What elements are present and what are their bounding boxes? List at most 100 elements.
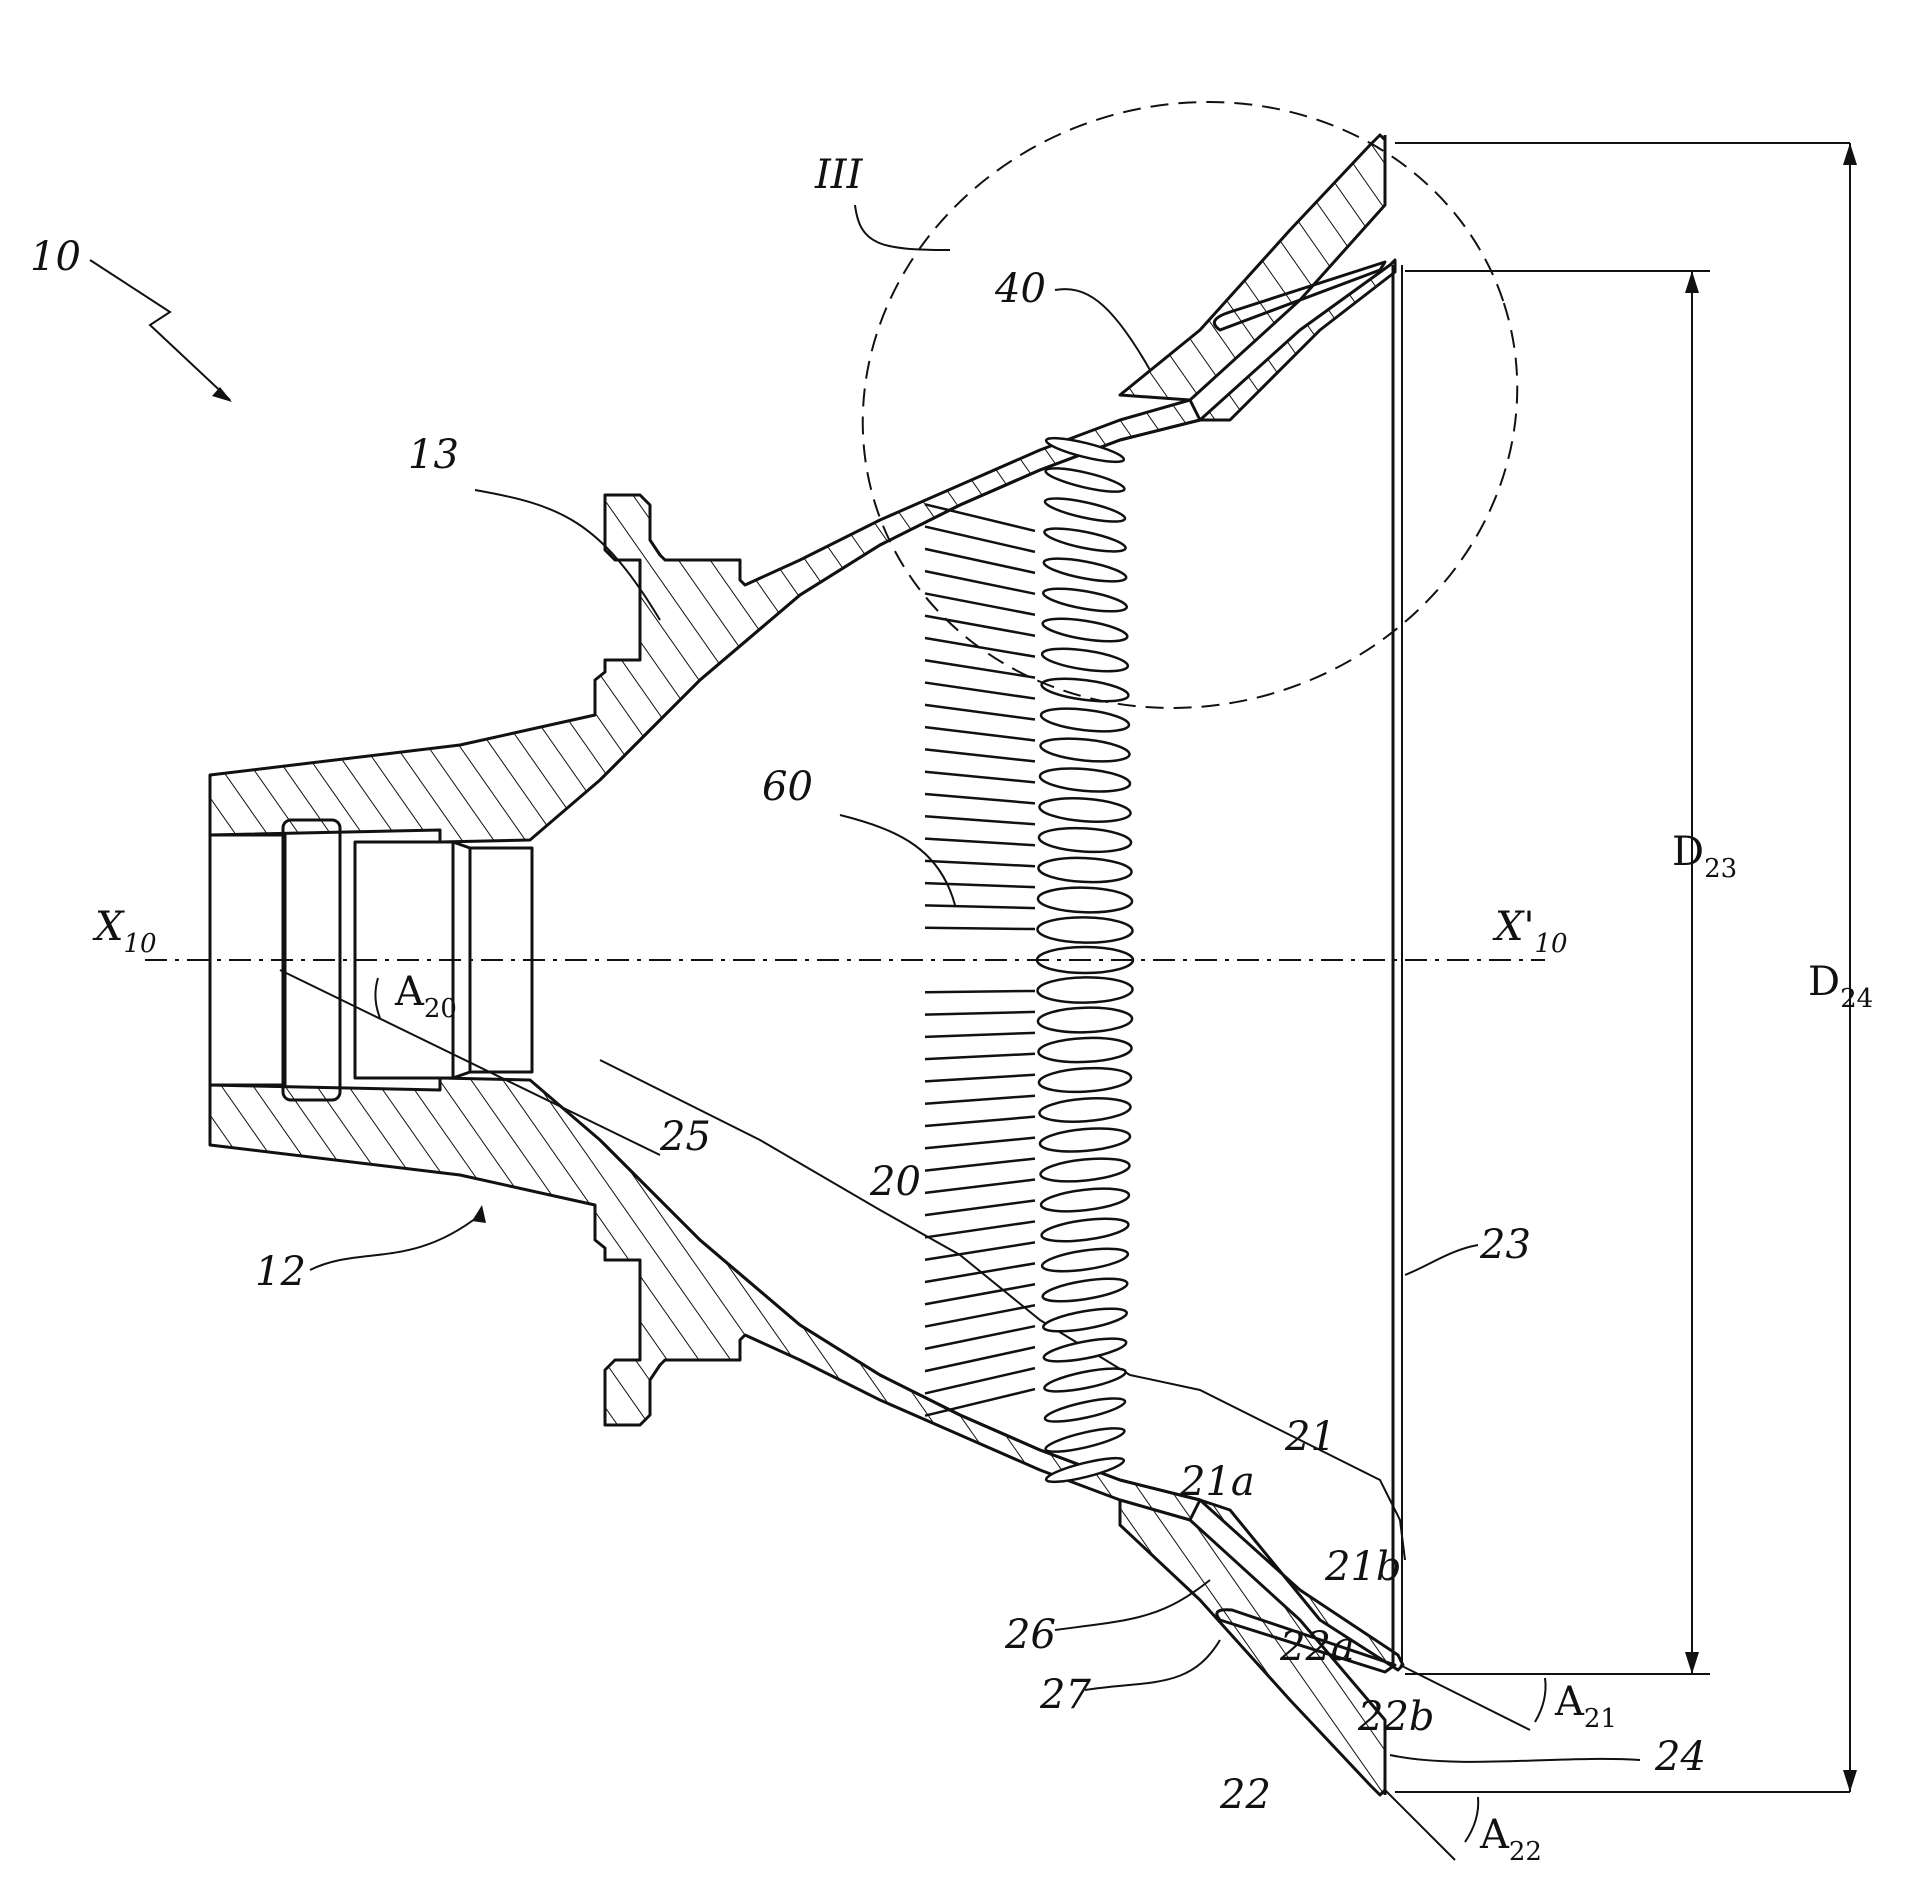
hole-40 bbox=[1037, 917, 1132, 944]
leader-10 bbox=[90, 260, 230, 400]
slot-60 bbox=[925, 772, 1035, 783]
slot-60 bbox=[925, 816, 1035, 824]
slot-60 bbox=[925, 991, 1035, 992]
slot-60 bbox=[925, 1221, 1035, 1237]
slot-60 bbox=[925, 1075, 1035, 1082]
angle-a20-arc bbox=[375, 978, 380, 1018]
slot-60 bbox=[925, 883, 1035, 887]
label-22a: 22a bbox=[1279, 1624, 1355, 1670]
hole-40 bbox=[1042, 1334, 1127, 1366]
hole-40 bbox=[1039, 765, 1131, 794]
upper-outer-wall bbox=[1120, 135, 1385, 400]
label-20: 20 bbox=[869, 1159, 921, 1205]
arrow-12 bbox=[472, 1205, 486, 1223]
slot-60 bbox=[925, 905, 1035, 908]
hole-40 bbox=[1041, 614, 1128, 645]
hole-40 bbox=[1038, 856, 1132, 884]
angle-a22-arc bbox=[1465, 1797, 1478, 1842]
arrow-d23-bottom bbox=[1685, 1652, 1699, 1674]
label-III: III bbox=[814, 152, 864, 198]
slot-60 bbox=[925, 683, 1035, 699]
slot-60 bbox=[925, 660, 1035, 677]
slot-60 bbox=[925, 727, 1035, 740]
axis-start-main: X bbox=[92, 904, 125, 950]
hole-40 bbox=[1041, 644, 1129, 675]
slot-60 bbox=[925, 1180, 1035, 1193]
slot-60 bbox=[925, 1117, 1035, 1126]
label-a20: A20 bbox=[394, 969, 457, 1024]
slot-60 bbox=[925, 1368, 1035, 1393]
slot-60 bbox=[925, 1326, 1035, 1349]
hole-40 bbox=[1041, 1244, 1129, 1275]
slot-60 bbox=[925, 527, 1035, 552]
slot-60 bbox=[925, 1138, 1035, 1149]
label-21b: 21b bbox=[1324, 1544, 1402, 1590]
axis-start-sub: 10 bbox=[123, 929, 156, 959]
label-axis-start: X10 bbox=[92, 904, 157, 959]
hole-40 bbox=[1040, 705, 1130, 735]
a21-sub: 21 bbox=[1584, 1704, 1617, 1734]
hole-40 bbox=[1038, 1006, 1133, 1033]
d24-sub: 24 bbox=[1840, 984, 1873, 1014]
label-60: 60 bbox=[762, 764, 813, 810]
slot-60 bbox=[925, 749, 1035, 761]
a22-sub: 22 bbox=[1509, 1837, 1542, 1867]
hole-40 bbox=[1038, 826, 1131, 854]
leaders bbox=[90, 205, 1640, 1762]
slot-60 bbox=[925, 1347, 1035, 1371]
leader-23 bbox=[1405, 1245, 1478, 1275]
label-axis-end: X'10 bbox=[1492, 904, 1568, 959]
hole-40 bbox=[1044, 464, 1126, 497]
hole-40 bbox=[1044, 1424, 1126, 1457]
hole-40 bbox=[1039, 1155, 1130, 1185]
labels: 10 13 III 40 60 12 25 20 21 21a 21b 22a … bbox=[30, 152, 1873, 1867]
label-12: 12 bbox=[255, 1249, 306, 1295]
label-21a: 21a bbox=[1179, 1459, 1255, 1505]
slot-60 bbox=[925, 504, 1035, 531]
hole-40 bbox=[1042, 554, 1127, 586]
slot-60 bbox=[925, 928, 1035, 929]
label-a22: A22 bbox=[1479, 1812, 1542, 1867]
leader-24 bbox=[1390, 1755, 1640, 1762]
slot-60 bbox=[925, 1263, 1035, 1282]
leader-40 bbox=[1055, 289, 1150, 370]
hole-40 bbox=[1043, 1394, 1126, 1427]
slot-60 bbox=[925, 839, 1035, 846]
hole-40 bbox=[1043, 1364, 1127, 1396]
axis-end-main: X' bbox=[1492, 904, 1534, 950]
bell-cup bbox=[600, 135, 1405, 1795]
label-10: 10 bbox=[30, 234, 81, 280]
slot-60 bbox=[925, 794, 1035, 803]
slot-60 bbox=[925, 1200, 1035, 1215]
d24-main: D bbox=[1808, 959, 1840, 1005]
hole-40 bbox=[1037, 977, 1132, 1004]
label-24: 24 bbox=[1654, 1734, 1706, 1780]
d23-main: D bbox=[1672, 829, 1704, 875]
label-d23: D23 bbox=[1672, 829, 1737, 884]
hole-40 bbox=[1038, 1066, 1131, 1094]
hole-40 bbox=[1042, 584, 1128, 616]
label-40: 40 bbox=[994, 266, 1046, 312]
slot-60 bbox=[925, 1305, 1035, 1326]
label-26: 26 bbox=[1004, 1612, 1056, 1658]
hole-40 bbox=[1040, 675, 1129, 706]
angle-a21-arc bbox=[1535, 1678, 1546, 1722]
slot-60 bbox=[925, 1159, 1035, 1171]
hole-40 bbox=[1042, 1304, 1128, 1336]
a21-main: A bbox=[1554, 1679, 1585, 1725]
axis-end-sub: 10 bbox=[1534, 929, 1567, 959]
slot-60 bbox=[925, 861, 1035, 866]
label-25: 25 bbox=[659, 1114, 711, 1160]
slot-60 bbox=[925, 705, 1035, 720]
leader-12 bbox=[310, 1215, 480, 1270]
slot-60 bbox=[925, 1054, 1035, 1059]
slot-60 bbox=[925, 1096, 1035, 1104]
hole-40 bbox=[1038, 1036, 1132, 1064]
a22-main: A bbox=[1479, 1812, 1510, 1858]
hole-40 bbox=[1039, 796, 1132, 825]
slot-60 bbox=[925, 593, 1035, 614]
slot-60 bbox=[925, 571, 1035, 594]
label-21: 21 bbox=[1284, 1414, 1336, 1460]
label-a21: A21 bbox=[1554, 1679, 1617, 1734]
